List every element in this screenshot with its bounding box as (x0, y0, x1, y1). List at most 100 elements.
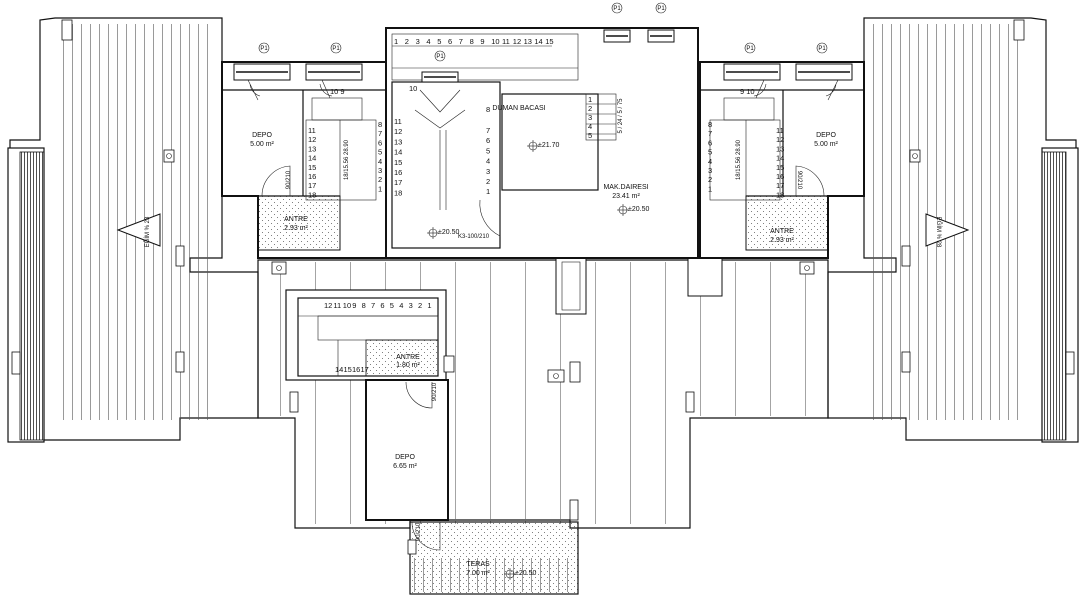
room-area-depo-left: 5.00 m² (250, 141, 274, 148)
room-name-mak-dairesi: MAK.DAIRESI (603, 184, 648, 191)
stair-eight-center: 8 (486, 105, 490, 114)
stair-step-number: 7 (486, 126, 490, 135)
stair-step-number: 2 (708, 175, 712, 184)
room-area-teras: 7.00 m² (466, 570, 490, 577)
stair-step-number: 1 (378, 184, 382, 193)
window-tag: P1 (434, 50, 446, 62)
door-tag-left-depo: 90/210 (286, 170, 292, 189)
stair-step-number: 4 (426, 37, 430, 46)
stair-step-number: 7 (378, 129, 382, 138)
slope-label-left: EĞİM % 28 (144, 216, 151, 247)
door-tag-stair: K3-100/210 (458, 234, 490, 240)
stair-step-number: 6 (486, 136, 490, 145)
svg-text:±20.50: ±20.50 (515, 570, 536, 577)
stair-step-number: 11 (333, 301, 341, 310)
stair-step-number: 16 (394, 168, 402, 177)
roof-drain-icon (163, 149, 175, 163)
stair-step-number: 11 (776, 126, 784, 135)
level-marker-2050-stair: ±20.50 (427, 227, 459, 239)
stair-step-number: 5 (486, 146, 490, 155)
svg-text:±21.70: ±21.70 (538, 142, 559, 149)
stair-step-number: 14 (394, 148, 402, 157)
stair-step-number: 12 (513, 37, 521, 46)
svg-text:P1: P1 (657, 6, 665, 12)
stair-step-number: 17 (308, 181, 316, 190)
room-name-depo-left: DEPO (252, 132, 272, 139)
stair-step-number: 14 (335, 365, 343, 374)
window-tag: P1 (330, 42, 342, 54)
room-area-depo-right: 5.00 m² (814, 141, 838, 148)
stair-step-number: 2 (588, 104, 592, 113)
stair-step-number: 12 (308, 135, 316, 144)
roof-drain-icon (547, 369, 565, 383)
stair-ten-center: 10 (409, 84, 417, 93)
roof-drain-icon (271, 261, 287, 275)
stair-step-number: 2 (418, 301, 422, 310)
svg-text:P1: P1 (613, 6, 621, 12)
stair-step-number: 8 (378, 120, 382, 129)
svg-text:±20.50: ±20.50 (628, 206, 649, 213)
stair-step-number: 18 (308, 190, 316, 199)
stair-step-number: 5 (588, 131, 592, 140)
stair-step-number: 1 (486, 187, 490, 196)
svg-text:P1: P1 (818, 46, 826, 52)
room-area-antre-center: 1.80 m² (396, 362, 420, 369)
stair-step-number: 15 (776, 163, 784, 172)
stair-step-number: 13 (776, 144, 784, 153)
stair-step-number: 9 (352, 301, 356, 310)
stair-step-number: 15 (394, 158, 402, 167)
stair-step-number: 8 (362, 301, 366, 310)
room-area-mak-dairesi: 23.41 m² (612, 193, 640, 200)
roof-drain-icon (799, 261, 815, 275)
window-tag: P1 (655, 2, 667, 14)
stair-step-number: 5 (708, 148, 712, 157)
room-area-antre-right: 2.93 m² (770, 237, 794, 244)
stair-step-number: 10 (343, 301, 351, 310)
stair-top-left: 10 9 (330, 87, 345, 96)
room-name-depo-right: DEPO (816, 132, 836, 139)
window-tag: P1 (258, 42, 270, 54)
svg-text:P1: P1 (746, 46, 754, 52)
stair-step-number: 15 (308, 163, 316, 172)
stair-step-number: 2 (378, 175, 382, 184)
stair-note-mak: 5 / 24 / 5 / 75 (618, 98, 624, 134)
stair-step-number: 10 (491, 37, 499, 46)
stair-step-number: 4 (588, 122, 592, 131)
door-tag-center-depo: 90/210 (432, 382, 438, 401)
stair-step-number: 13 (394, 137, 402, 146)
stair-step-number: 4 (378, 157, 382, 166)
slope-arrow-left: EĞİM % 28 (116, 213, 161, 247)
stair-step-number: 11 (394, 117, 402, 126)
stair-step-number: 13 (524, 37, 532, 46)
stair-step-number: 1 (588, 95, 592, 104)
svg-text:P1: P1 (260, 46, 268, 52)
svg-text:P1: P1 (332, 46, 340, 52)
stair-step-number: 16 (776, 172, 784, 181)
stair-step-number: 9 (480, 37, 484, 46)
stair-step-number: 11 (502, 37, 510, 46)
window-tag: P1 (611, 2, 623, 14)
stair-step-number: 16 (352, 365, 360, 374)
stair-step-number: 5 (390, 301, 394, 310)
svg-text:P1: P1 (436, 54, 444, 60)
stair-step-number: 8 (470, 37, 474, 46)
room-area-depo-center: 6.65 m² (393, 463, 417, 470)
stair-step-number: 14 (776, 154, 784, 163)
stair-step-number: 14 (534, 37, 542, 46)
stair-step-number: 13 (308, 144, 316, 153)
stair-step-number: 3 (588, 113, 592, 122)
stair-step-number: 7 (459, 37, 463, 46)
stair-note-left: 18/15.56 28.90 (344, 139, 350, 180)
stair-step-number: 2 (405, 37, 409, 46)
central-core (385, 27, 699, 259)
stair-step-number: 7 (708, 129, 712, 138)
slope-label-right: EĞİM % 28 (935, 217, 942, 248)
stair-step-number: 4 (486, 157, 490, 166)
right-depo-block (699, 61, 865, 259)
stair-step-number: 12 (324, 301, 332, 310)
room-name-antre-center: ANTRE (396, 354, 420, 361)
window-tag: P1 (816, 42, 828, 54)
stair-step-number: 1 (427, 301, 431, 310)
stair-step-number: 3 (378, 166, 382, 175)
window-tags: P1 P1 P1 P1 P1 P1 P1 (258, 2, 828, 62)
